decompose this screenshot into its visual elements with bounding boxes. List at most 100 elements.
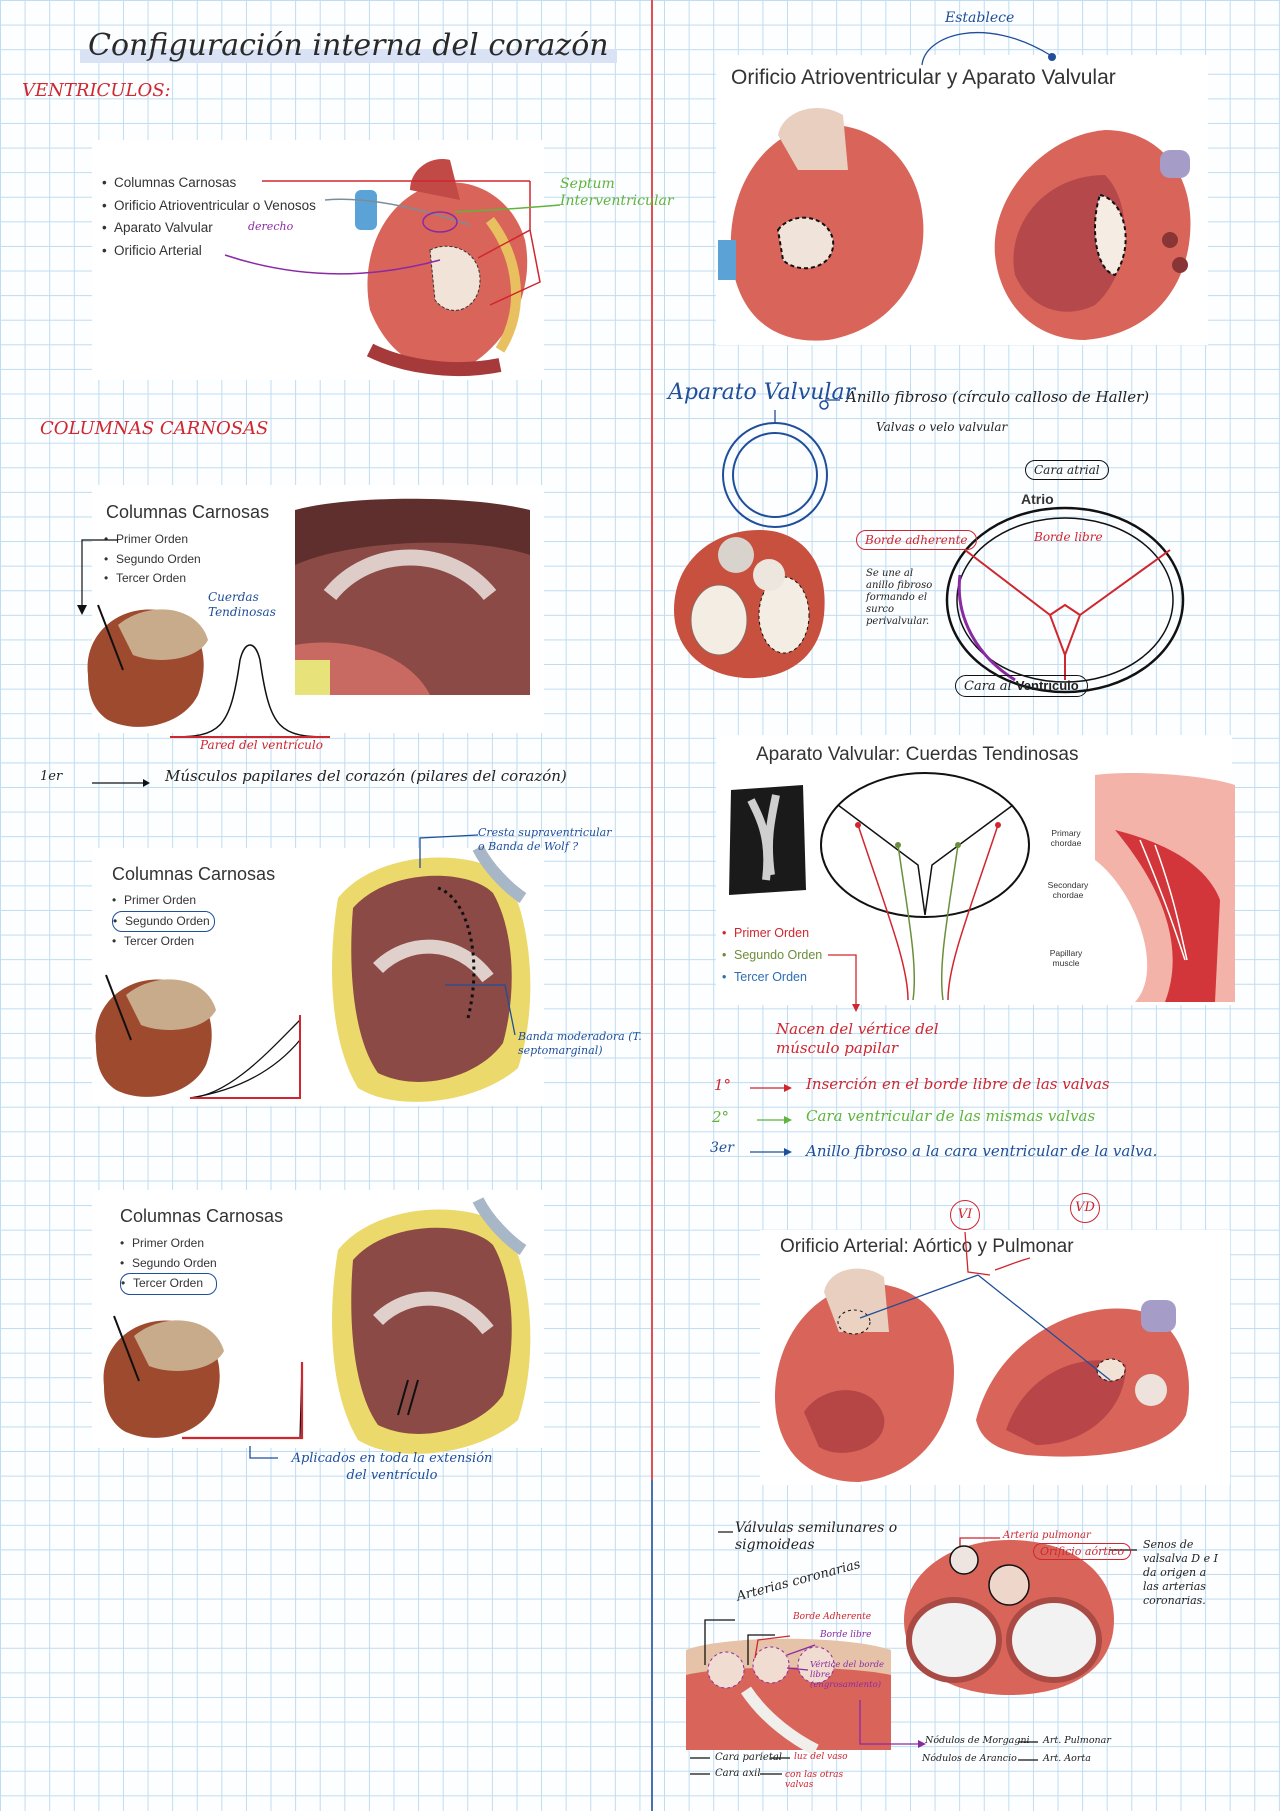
note-cara-axil: Cara axil xyxy=(715,1768,761,1779)
columnas-1-title: Columnas Carnosas xyxy=(106,502,270,522)
dissection-illustration-2 xyxy=(332,845,531,1102)
valve-leaflet-diagram xyxy=(945,506,1185,694)
columnas-2-tercer: Tercer Orden xyxy=(112,932,215,952)
establece-arrow xyxy=(921,32,1056,66)
note-senos-valsalva: Senos de valsalva D e I da origen a las … xyxy=(1143,1538,1218,1607)
note-cresta-supraventricular: Cresta supraventricular o Banda de Wolf … xyxy=(478,826,612,853)
intro-list: Columnas Carnosas Orificio Atrioventricu… xyxy=(102,172,316,262)
dissection-illustration-3 xyxy=(332,1197,531,1454)
row-1-text: Inserción en el borde libre de las valva… xyxy=(806,1075,1110,1093)
note-arteria-pulmonar: Arteria pulmonar xyxy=(1003,1530,1091,1541)
page-divider xyxy=(651,0,653,1811)
note-pared-ventriculo: Pared del ventrículo xyxy=(200,738,323,752)
note-borde-libre-semilunar: Borde libre xyxy=(820,1630,872,1640)
row-2-text: Cara ventricular de las mismas valvas xyxy=(806,1107,1096,1125)
section-ventriculos: VENTRICULOS: xyxy=(22,80,171,101)
note-luz-vaso: luz del vaso xyxy=(794,1752,848,1762)
columnas-1-tercer: Tercer Orden xyxy=(104,569,201,589)
label-secondary-chordae: Secondary chordae xyxy=(1047,880,1089,900)
note-vd: VD xyxy=(1070,1193,1100,1223)
label-papillary-muscle: Papillary muscle xyxy=(1049,948,1083,968)
heart-illustration-small-1 xyxy=(87,604,208,727)
chordae-specimen xyxy=(729,785,806,895)
note-cara-ventriculo: Cara al Ventrículo xyxy=(955,675,1088,697)
label-primary-chordae: Primary chordae xyxy=(1050,828,1082,848)
row-3-number: 3er xyxy=(710,1140,734,1156)
columnas-3-segundo: Segundo Orden xyxy=(120,1254,217,1274)
cuerdas-legend: Primer Orden Segundo Orden Tercer Orden xyxy=(722,922,822,988)
note-primer-prefix: 1er xyxy=(40,769,63,784)
heart-illustration-arterial-right xyxy=(976,1300,1189,1457)
cuerdas-title: Aparato Valvular: Cuerdas Tendinosas xyxy=(756,744,1079,765)
columnas-1-list: Primer Orden Segundo Orden Tercer Orden xyxy=(104,530,201,589)
heart-illustration-av-left xyxy=(718,107,924,341)
note-cara-parietal: Cara parietal xyxy=(715,1752,782,1763)
note-aplicados: Aplicados en toda la extensión del ventr… xyxy=(291,1451,493,1483)
aparato-valvas: Valvas o velo valvular xyxy=(876,420,1008,434)
columnas-1-segundo: Segundo Orden xyxy=(104,550,201,570)
columnas-1-annotations xyxy=(77,539,331,787)
aparato-arrows xyxy=(774,399,840,424)
intro-item-columnas: Columnas Carnosas xyxy=(102,172,316,195)
columnas-2-title: Columnas Carnosas xyxy=(112,864,276,884)
columnas-2-annotations xyxy=(419,834,516,1036)
note-surco-perivalvular: Se une al anillo fibroso formando el sur… xyxy=(866,568,933,627)
cuerdas-legend-tercer: Tercer Orden xyxy=(722,966,822,988)
cuerdas-legend-primer: Primer Orden xyxy=(722,922,822,944)
columnas-2-curve xyxy=(189,1015,301,1099)
note-cuerdas-tendinosas: Cuerdas Tendinosas xyxy=(208,590,276,619)
intro-annotations xyxy=(224,180,561,306)
papillary-cross-section xyxy=(1095,773,1235,1002)
note-otras-valvas: con las otras valvas xyxy=(785,1770,844,1790)
page-title: Configuración interna del corazón xyxy=(80,28,617,63)
heart-illustration-small-3 xyxy=(103,1315,224,1438)
note-borde-adherente-semilunar: Borde Adherente xyxy=(793,1612,872,1622)
note-art-pulmonar: Art. Pulmonar xyxy=(1043,1735,1111,1746)
semilunar-valve-illustration xyxy=(686,1638,891,1756)
dissection-illustration-1 xyxy=(295,498,530,695)
columnas-3-title: Columnas Carnosas xyxy=(120,1206,284,1226)
orificio-av-title: Orificio Atrioventricular y Aparato Valv… xyxy=(731,66,1116,89)
row-1-number: 1° xyxy=(714,1076,732,1094)
note-borde-adherente: Borde adherente xyxy=(856,530,977,550)
cuerdas-legend-segundo: Segundo Orden xyxy=(722,944,822,966)
section-columnas: COLUMNAS CARNOSAS xyxy=(40,418,269,439)
note-nacen: Nacen del vértice del músculo papilar xyxy=(776,1020,939,1057)
lower-right-divider xyxy=(651,1480,653,1811)
columnas-2-list: Primer Orden Segundo Orden Tercer Orden xyxy=(112,891,215,952)
columnas-3-curve xyxy=(182,1362,304,1440)
orificio-arterial-title: Orificio Arterial: Aórtico y Pulmonar xyxy=(780,1236,1074,1257)
note-derecho: derecho xyxy=(248,220,294,233)
row-3-text: Anillo fibroso a la cara ventricular de … xyxy=(806,1142,1158,1160)
note-valvulas-semilunares: Válvulas semilunares o sigmoideas xyxy=(735,1520,898,1553)
heart-illustration-small-2 xyxy=(95,974,216,1097)
columnas-3-annotations xyxy=(249,1446,278,1459)
columnas-2-primer: Primer Orden xyxy=(112,891,215,911)
note-establece: Establece xyxy=(945,10,1015,26)
cuerdas-annotations xyxy=(750,954,860,1156)
heart-illustration-arterial-left xyxy=(774,1268,954,1482)
intro-item-orificio-arterial: Orificio Arterial xyxy=(102,240,316,263)
aparato-anillo: Anillo fibroso (círculo calloso de Halle… xyxy=(846,388,1150,406)
note-vi: VI xyxy=(950,1200,980,1230)
chordae-fan-diagram xyxy=(820,772,1030,1001)
arterial-annotations xyxy=(859,1231,1111,1381)
label-atrio: Atrio xyxy=(1021,491,1054,507)
row-2-number: 2° xyxy=(712,1108,730,1126)
columnas-3-primer: Primer Orden xyxy=(120,1234,217,1254)
note-borde-libre: Borde libre xyxy=(1034,530,1103,544)
columnas-3-list: Primer Orden Segundo Orden Tercer Orden xyxy=(120,1234,217,1295)
note-orificio-aortico: Orificio aórtico xyxy=(1033,1543,1132,1560)
heart-illustration-intro xyxy=(355,159,528,376)
note-cara-atrial: Cara atrial xyxy=(1025,460,1109,480)
columnas-3-tercer: Tercer Orden xyxy=(120,1273,217,1295)
note-nodulos-arancio: Nódulos de Arancio xyxy=(922,1753,1017,1764)
note-musculos-papilares: Músculos papilares del corazón (pilares … xyxy=(165,767,567,785)
heart-illustration-av-right xyxy=(994,130,1191,340)
intro-item-orificio-av: Orificio Atrioventricular o Venosos xyxy=(102,195,316,218)
aortic-valve-cross-section xyxy=(904,1540,1114,1695)
note-art-aorta: Art. Aorta xyxy=(1043,1753,1091,1764)
valve-illustration-av xyxy=(674,530,825,679)
note-banda-moderadora: Banda moderadora (T. septomarginal) xyxy=(518,1030,642,1057)
note-cara-ventriculo-prefix: Cara al xyxy=(964,679,1012,694)
